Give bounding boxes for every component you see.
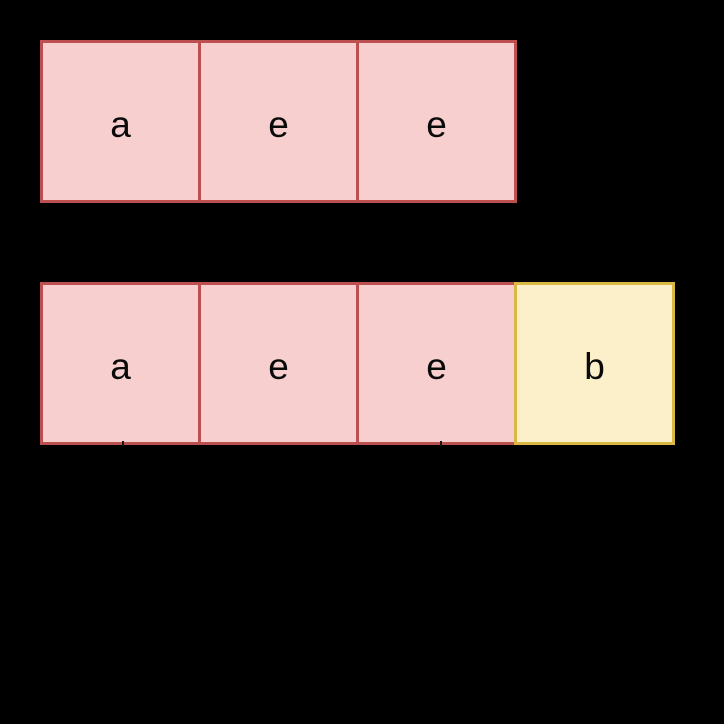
cell-label: a: [110, 104, 131, 145]
cell-row1-2[interactable]: e: [356, 40, 517, 203]
cell-label: b: [584, 346, 605, 387]
tick-mark-2: [440, 441, 442, 446]
cell-label: e: [426, 104, 447, 145]
cell-label: e: [268, 346, 289, 387]
top-sequence-row: a e e: [40, 40, 517, 203]
cell-row1-1[interactable]: e: [198, 40, 359, 203]
bottom-sequence-row: a e e b: [40, 282, 675, 445]
cell-row2-0[interactable]: a: [40, 282, 201, 445]
cell-row2-1[interactable]: e: [198, 282, 359, 445]
tick-mark-1: [122, 441, 124, 446]
cell-label: e: [426, 346, 447, 387]
cell-row2-3-highlighted[interactable]: b: [514, 282, 675, 445]
cell-label: a: [110, 346, 131, 387]
cell-row2-2[interactable]: e: [356, 282, 517, 445]
cell-label: e: [268, 104, 289, 145]
cell-row1-0[interactable]: a: [40, 40, 201, 203]
